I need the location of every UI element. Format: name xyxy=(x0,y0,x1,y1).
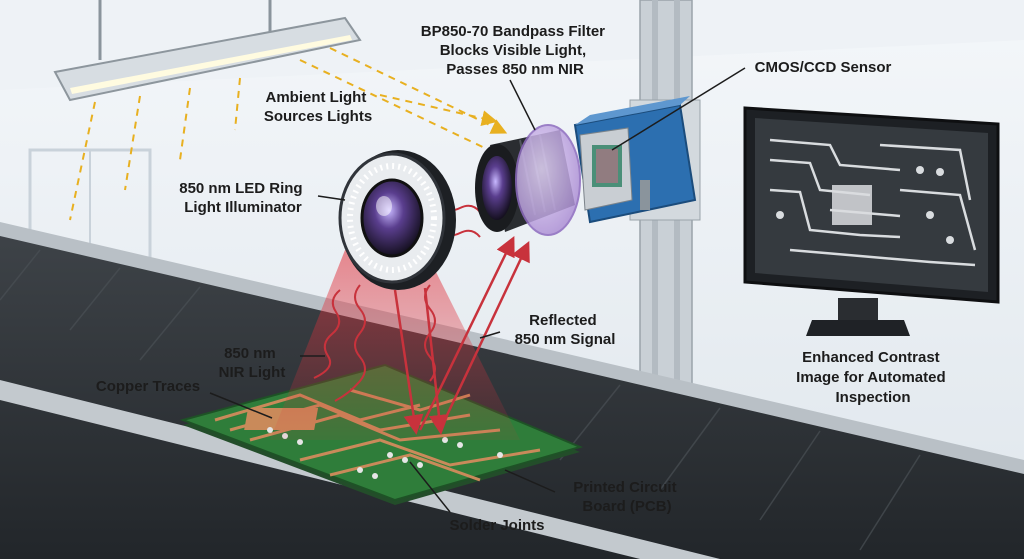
sensor-label: CMOS/CCD Sensor xyxy=(755,59,892,76)
filter-label: BP850-70 Bandpass Filter Blocks Visible … xyxy=(421,23,609,78)
copper-traces-label: Copper Traces xyxy=(96,378,200,395)
ceiling xyxy=(0,0,1024,90)
ceiling-light-fixture xyxy=(53,0,362,102)
output-image-label: Enhanced Contrast Image for Automated In… xyxy=(796,349,950,406)
pcb-label: Printed Circuit Board (PCB) xyxy=(573,479,681,515)
reflected-signal-label: Reflected 850 nm Signal xyxy=(515,312,616,348)
ambient-light-rays xyxy=(69,47,518,221)
inspection-monitor xyxy=(743,106,1000,336)
ring-light-label: 850 nm LED Ring Light Illuminator xyxy=(179,180,307,216)
camera-body xyxy=(573,96,697,224)
led-ring-light xyxy=(338,150,456,290)
nir-light-label: 850 nm NIR Light xyxy=(219,345,286,381)
monitor-pcb-image xyxy=(769,138,977,267)
solder-joints-label: Solder Joints xyxy=(449,517,544,534)
leader-lines xyxy=(209,67,746,513)
ambient-light-label: Ambient Light Sources Lights xyxy=(264,89,372,125)
bandpass-filter xyxy=(515,124,581,236)
signal-rays xyxy=(393,236,530,435)
